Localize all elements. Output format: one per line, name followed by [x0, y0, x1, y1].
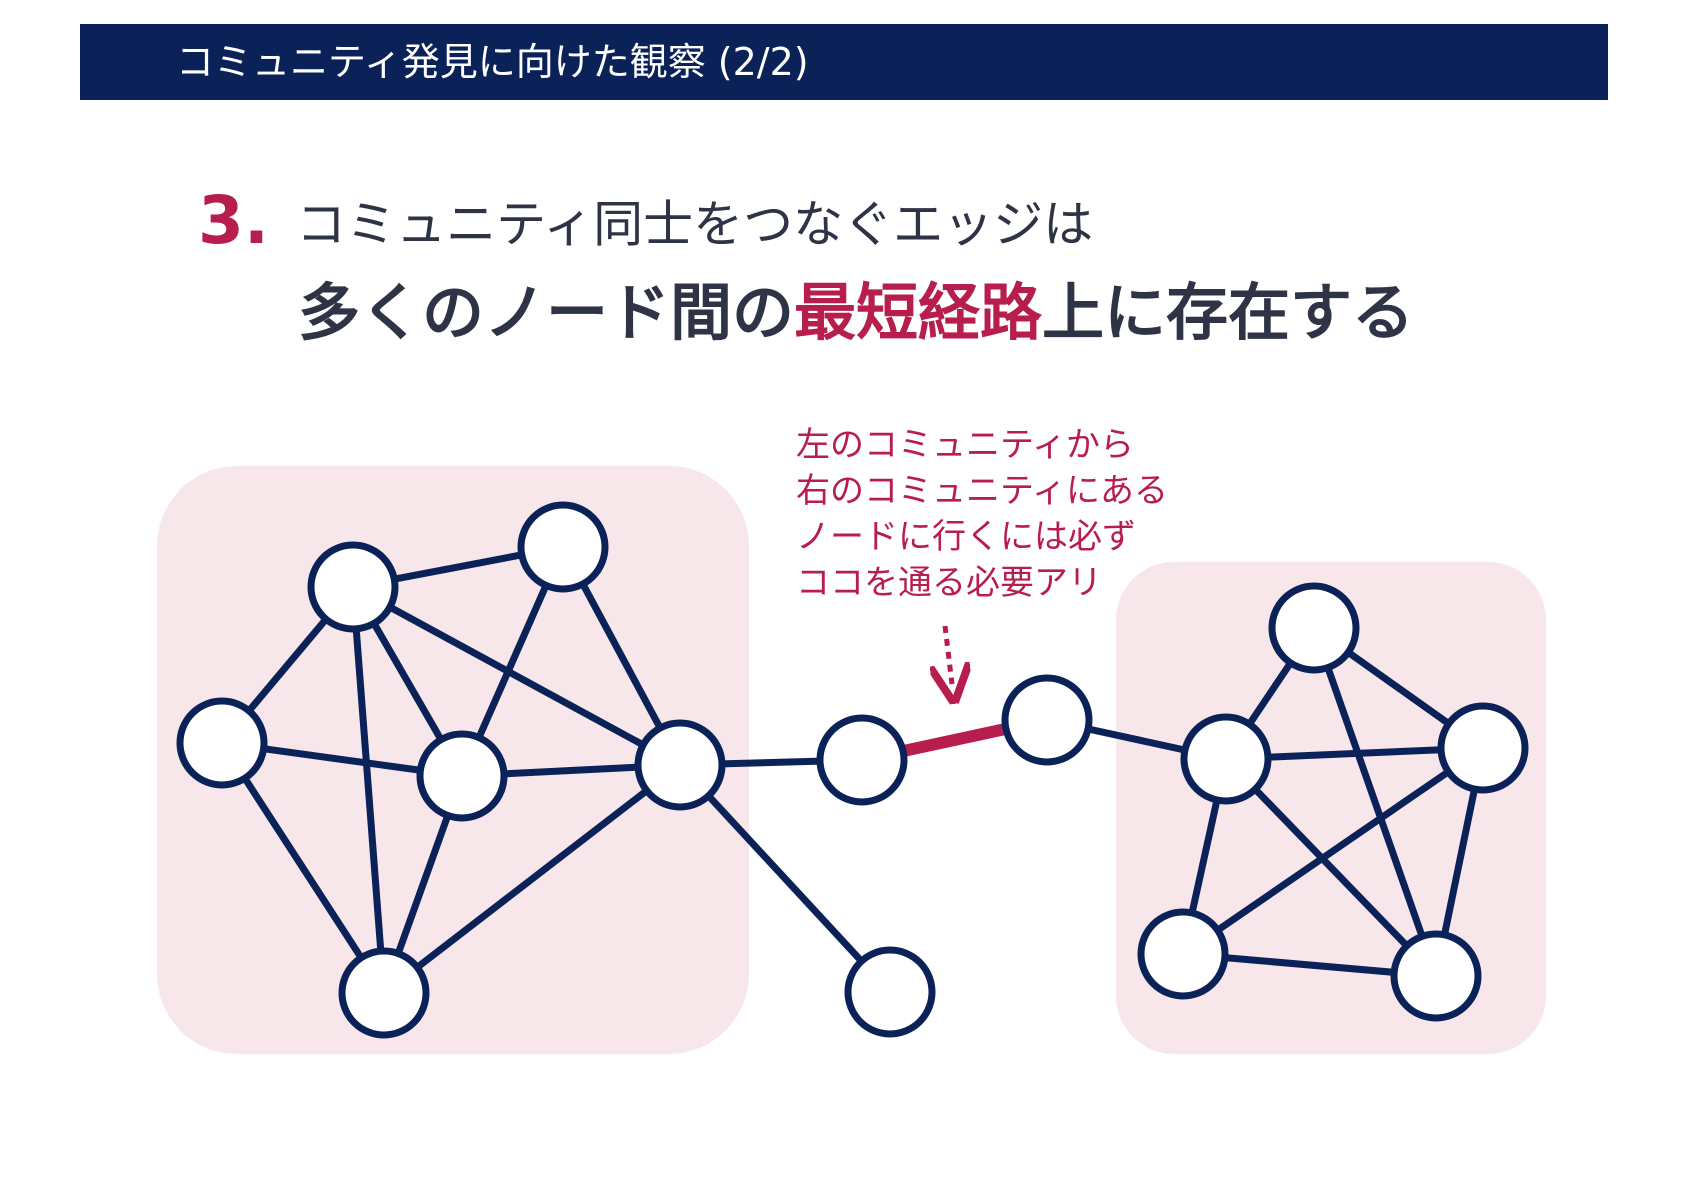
node-R4	[1137, 908, 1229, 1000]
node-L6	[634, 719, 726, 811]
node-B2	[1001, 674, 1093, 766]
edge-R2-R5	[1223, 756, 1439, 979]
heading-number: 3.	[198, 182, 269, 259]
callout-line-3: ノードに行くには必ず	[796, 517, 1136, 557]
callout-line-1: 左のコミュニティから	[796, 425, 1134, 465]
node-L3	[176, 697, 268, 789]
edge-L3-L5	[219, 741, 387, 995]
nodes	[176, 501, 1529, 1039]
title-bar: コミュニティ発見に向けた観察 (2/2)	[80, 24, 1608, 100]
edge-L1-L6	[351, 583, 682, 769]
callout-line-4: ココを通る必要アリ	[796, 563, 1102, 603]
callout-text: 左のコミュニティから 右のコミュニティにある ノードに行くには必ず ココを通る必…	[796, 422, 1168, 606]
edge-R1-R5	[1310, 626, 1440, 978]
node-R2	[1180, 713, 1272, 805]
node-R5	[1390, 930, 1482, 1022]
node-L4	[416, 730, 508, 822]
callout-arrow	[945, 625, 952, 684]
edge-L5-L6	[381, 762, 683, 996]
heading-line-1: 3. コミュニティ同士をつなぐエッジは	[198, 182, 1093, 259]
node-L2	[517, 501, 609, 593]
edge-L1-L5	[349, 586, 388, 994]
node-R3	[1437, 702, 1529, 794]
callout-line-2: 右のコミュニティにある	[796, 471, 1168, 511]
edge-L6-B3	[677, 762, 893, 995]
node-B1	[816, 714, 908, 806]
heading-line-2-highlight: 最短経路	[794, 276, 1043, 349]
node-L1	[307, 541, 399, 633]
node-L5	[338, 947, 430, 1039]
node-R1	[1268, 582, 1360, 674]
heading-line-2: 多くのノード間の最短経路上に存在する	[298, 262, 1414, 352]
heading-line-2-after: 上に存在する	[1042, 276, 1415, 349]
slide-title: コミュニティ発見に向けた観察 (2/2)	[176, 40, 809, 84]
heading-line-2-before: 多くのノード間の	[298, 276, 795, 349]
heading-text-line-1: コミュニティ同士をつなぐエッジは	[296, 195, 1094, 254]
node-B3	[844, 946, 936, 1038]
edge-R3-R4	[1181, 745, 1485, 957]
